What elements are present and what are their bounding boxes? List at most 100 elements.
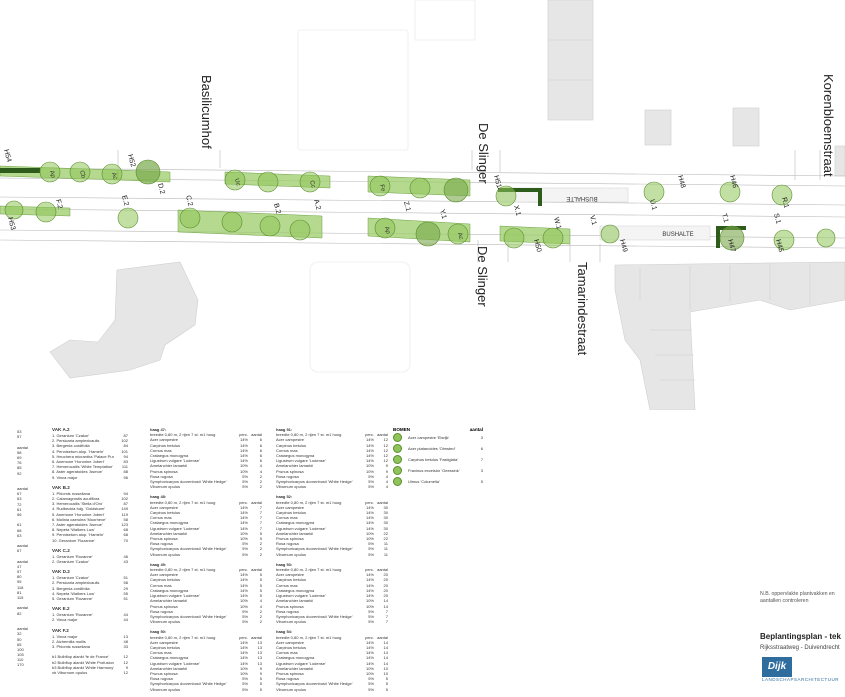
hedge-label: H49 (618, 239, 628, 253)
hedge-plant: Amelanchier lamarkii (276, 598, 314, 604)
hedge-count: 13 (257, 644, 262, 650)
legend-tree-name: Ulmus 'Columella' (408, 479, 440, 484)
plant-name: 2. Persicaria amplexicaulis (52, 438, 100, 444)
hedge-count: 20 (383, 593, 388, 599)
hedge-count: 5 (259, 530, 262, 536)
hedge-count: 6 (259, 458, 262, 464)
hedge-plant: Carpinus betulus (276, 510, 307, 516)
hedge-percentage: 5% (242, 608, 248, 614)
tree (259, 215, 281, 237)
hedge-percentage: 14% (365, 437, 374, 443)
hedge-plant: Acer campestre (150, 437, 179, 443)
hedge-count: 9 (385, 468, 388, 474)
hedge-percentage: 5% (368, 541, 374, 547)
hedge-title: haag 49: (150, 561, 167, 567)
hedge-label: H50 (532, 239, 542, 253)
schedule-row: b2 Bulbflop alankt 'White Profusion'12 (52, 660, 128, 665)
drawing-subtitle: Rijksstraatweg - Duivendrecht (760, 645, 840, 651)
hedge-percentage: 14% (365, 453, 374, 459)
plant-code: Ap (48, 170, 56, 179)
hedge-plant: Carpinus betulus (276, 644, 307, 650)
schedule-block-title: VAK D.2 (52, 569, 70, 575)
legend-tree-count: 3 (480, 435, 483, 440)
hedge-count-header: aantal (377, 499, 388, 505)
plant-qty: 48 (123, 638, 128, 644)
hedge-count: 2 (259, 479, 262, 485)
plant-qty: 149 (121, 506, 128, 512)
hedge-count: 7 (385, 613, 388, 619)
hedge-block-header: haag 54: (276, 629, 388, 634)
hedge-plant: Ligustrum vulgare 'Lodense' (150, 660, 200, 666)
hedge-percentage: 5% (242, 479, 248, 485)
hedge-percentage: 14% (365, 447, 374, 453)
hedge-percentage: 14% (365, 587, 374, 593)
hedge-spec: breedte 0,80 m, 2 rijen 7 st. m1 hoog (150, 567, 216, 573)
count-value: 72 (17, 501, 22, 507)
plant-name: 2. Calamagrostis acutiflora (52, 496, 100, 502)
count-value: 47 (17, 563, 22, 569)
plant-code: Ac (110, 172, 118, 180)
hedge-plant: Viburnum opulus (276, 619, 306, 625)
hedge-percentage: 5% (368, 479, 374, 485)
hedge-block-header: haag 48: (150, 494, 262, 499)
hedge-percentage: 14% (365, 458, 374, 464)
tree (495, 185, 517, 207)
hedge-percentage: 14% (239, 644, 248, 650)
tree (771, 184, 793, 206)
hedge-plant: Amelanchier lamarkii (150, 665, 188, 671)
hedge-plant: Prunus spinosa (276, 536, 304, 542)
hedge-plant: Acer campestre (276, 572, 305, 578)
plant-qty: 70 (123, 537, 128, 543)
hedge-count: 11 (383, 551, 388, 557)
plant-code: Fe (378, 184, 386, 193)
hedge-perc-header: perc. (365, 499, 374, 505)
bed-label: S.1 (772, 213, 782, 225)
schedule-row: 8. Nepeta 'Walkers Low'68 (52, 527, 128, 532)
hedge-plant: Cornus mas (276, 515, 298, 521)
tree (719, 225, 745, 251)
bed-label: X.1 (512, 205, 522, 217)
legend-tree-name: Carpinus betulus 'Fastigiata' (408, 457, 458, 462)
plant-qty: 9 (125, 664, 128, 670)
hedge-count: 4 (259, 598, 262, 604)
hedge-count: 4 (385, 484, 388, 490)
count-value: 57 (17, 434, 22, 440)
hedge-percentage: 14% (239, 660, 248, 666)
tree (443, 177, 469, 203)
hedge-plant: Crataegus monogyna (150, 520, 189, 526)
count-value: 67 (17, 548, 22, 554)
hedge-count: 2 (259, 613, 262, 619)
plant-name: 3. Bergenia cordifolia (52, 443, 90, 449)
plant-name: 1. Phlomis russeliana (52, 490, 91, 496)
count-value: 100 (17, 646, 24, 652)
legend-tree-count: 6 (480, 446, 483, 451)
bed-label: R.1 (780, 197, 790, 209)
hedge-label: H51 (492, 175, 502, 189)
parcel-outlines (297, 0, 476, 373)
schedule-row: 4. Nepeta 'Walkers Low'55 (52, 591, 128, 596)
legend-title: BOMEN (393, 427, 411, 432)
hedge-percentage: 14% (365, 525, 374, 531)
hedge-count: 14 (383, 650, 388, 656)
schedule-row: 3. Hemerocallis 'Stella d'Oro'87 (52, 501, 128, 506)
hedge-count: 5 (259, 686, 262, 692)
hedge-percentage: 10% (365, 598, 374, 604)
plant-code: Ap (383, 226, 391, 235)
